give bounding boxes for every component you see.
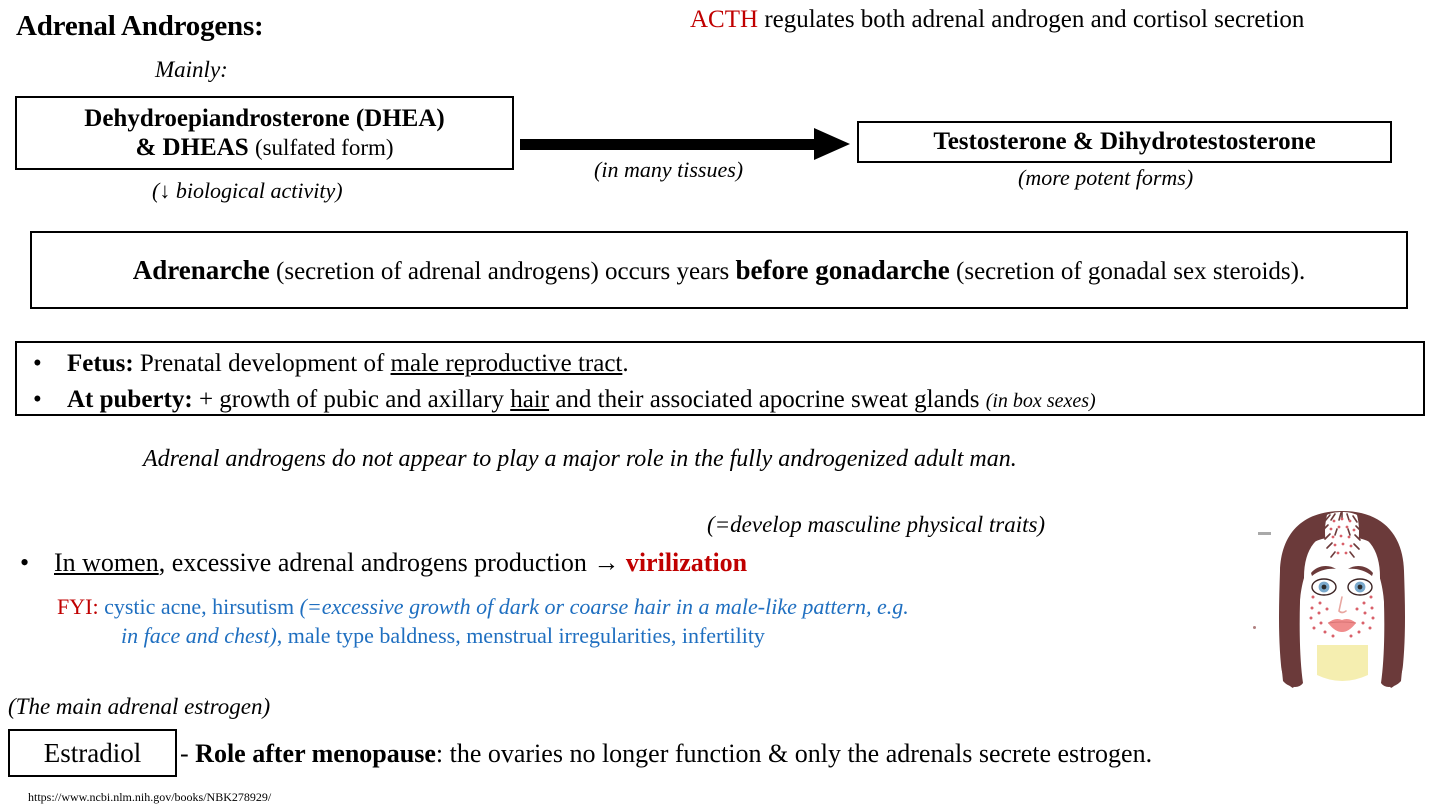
fyi-line1-italic: (=excessive growth of dark or coarse hai… — [299, 594, 909, 619]
bullet-marker: • — [33, 385, 42, 413]
arrow-head — [814, 128, 850, 160]
menopause-line: - Role after menopause: the ovaries no l… — [180, 739, 1152, 769]
list-item: • At puberty: + growth of pubic and axill… — [33, 382, 1423, 418]
menopause-rest: : the ovaries no longer function & only … — [435, 739, 1153, 768]
fetus-underlined-term: male reproductive tract — [390, 350, 623, 377]
puberty-trailing-note: (in box sexes) — [985, 389, 1096, 412]
arrow-label: (in many tissues) — [594, 157, 744, 182]
dheas-bold: & DHEAS — [135, 134, 255, 161]
in-women-underlined: In women — [54, 548, 159, 577]
puberty-underlined-term: hair — [510, 385, 550, 413]
fyi-label: FYI: — [57, 594, 99, 619]
puberty-text-before: + growth of pubic and axillary — [192, 385, 511, 413]
puberty-text-after: and their associated apocrine sweat glan… — [549, 385, 986, 413]
adrenarche-text: Adrenarche (secretion of adrenal androge… — [133, 253, 1305, 288]
adrenarche-mid-2: (secretion of gonadal sex steroids). — [949, 257, 1306, 285]
dhea-box: Dehydroepiandrosterone (DHEA) & DHEAS (s… — [15, 96, 514, 170]
page-title-text: Adrenal Androgens: — [16, 10, 264, 42]
adrenarche-keyword: Adrenarche — [132, 254, 270, 285]
acth-note: ACTH regulates both adrenal androgen and… — [690, 6, 1304, 34]
conversion-arrow-icon — [520, 128, 850, 160]
dhea-subnote: (↓ biological activity) — [152, 178, 343, 203]
mainly-label: Mainly: — [155, 57, 228, 82]
fyi-block: FYI: cystic acne, hirsutism (=excessive … — [57, 592, 1237, 650]
virilization-text: , excessive adrenal androgens production… — [158, 548, 626, 577]
stray-dash-mark-icon — [1258, 532, 1271, 535]
fyi-line2-italic: in face and chest) — [121, 623, 277, 649]
masculine-traits-note: (=develop masculine physical traits) — [707, 512, 1046, 537]
fyi-line-2: in face and chest), male type baldness, … — [57, 621, 1237, 650]
woman-with-acne-and-baldness-illustration — [1255, 505, 1430, 695]
menopause-lead: - — [180, 739, 196, 768]
bullet-marker: • — [33, 350, 42, 377]
fyi-line2-plain: , male type baldness, menstrual irregula… — [276, 623, 765, 649]
puberty-label: At puberty: — [67, 385, 193, 413]
stray-dot-mark-icon — [1253, 626, 1256, 629]
testosterone-box: Testosterone & Dihydrotestosterone — [857, 121, 1392, 163]
estradiol-box: Estradiol — [8, 729, 177, 777]
dhea-line-2: & DHEAS (sulfated form) — [84, 133, 444, 163]
dheas-sulfated-note: (sulfated form) — [254, 135, 394, 160]
adrenarche-box: Adrenarche (secretion of adrenal androge… — [30, 231, 1408, 309]
list-item: • Fetus: Prenatal development of male rep… — [33, 346, 1423, 382]
fetus-label: Fetus: — [67, 350, 134, 377]
adult-man-statement: Adrenal androgens do not appear to play … — [143, 446, 1017, 472]
fyi-line-1: FYI: cystic acne, hirsutism (=excessive … — [57, 592, 1237, 621]
acth-note-text: regulates both adrenal androgen and cort… — [758, 6, 1305, 33]
virilization-line: • In women, excessive adrenal androgens p… — [20, 548, 747, 578]
dhea-line-1: Dehydroepiandrosterone (DHEA) — [84, 104, 445, 132]
acth-keyword: ACTH — [690, 6, 759, 33]
testosterone-box-text: Testosterone & Dihydrotestosterone — [933, 128, 1316, 155]
bullet-marker: • — [20, 548, 30, 577]
fetus-text-before: Prenatal development of — [133, 350, 391, 377]
estradiol-label: Estradiol — [43, 737, 142, 768]
virilization-keyword: virilization — [625, 548, 748, 577]
adrenal-estrogen-note: (The main adrenal estrogen) — [8, 694, 271, 719]
source-url: https://www.ncbi.nlm.nih.gov/books/NBK27… — [28, 790, 272, 804]
fyi-line1-plain: cystic acne, hirsutism — [98, 594, 300, 619]
fetus-text-after: . — [622, 350, 629, 377]
menopause-keyword: Role after menopause — [195, 739, 436, 768]
testosterone-subnote: (more potent forms) — [1018, 165, 1194, 190]
dhea-box-content: Dehydroepiandrosterone (DHEA) & DHEAS (s… — [84, 104, 444, 163]
adrenarche-mid-1: (secretion of adrenal androgens) occurs … — [269, 257, 736, 285]
gonadarche-keyword: before gonadarche — [735, 254, 950, 285]
androgen-effects-box: • Fetus: Prenatal development of male rep… — [15, 341, 1425, 416]
arrow-tail — [520, 139, 818, 150]
page-title: Adrenal Androgens: — [16, 10, 264, 43]
